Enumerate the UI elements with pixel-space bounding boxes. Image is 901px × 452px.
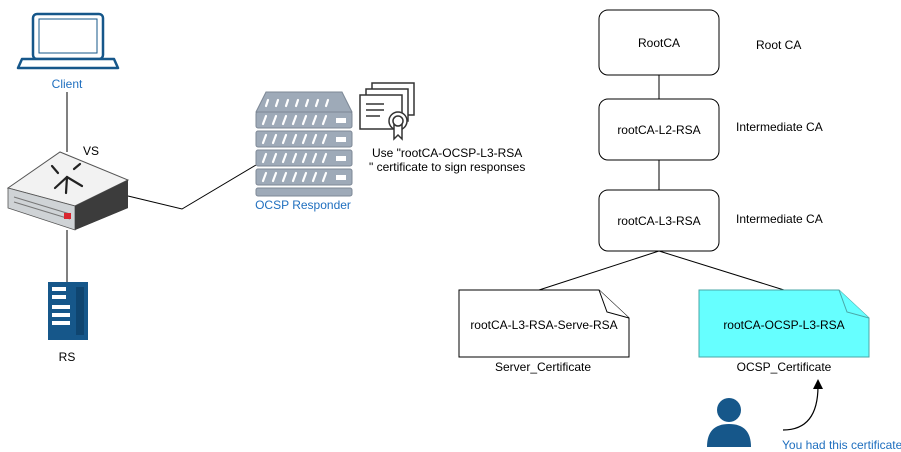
l3-ocsp-link — [658, 250, 785, 291]
server-cert-name: rootCA-L3-RSA-Serve-RSA — [470, 318, 618, 332]
ca-hierarchy-links — [538, 75, 785, 291]
server-cert-caption: Server_Certificate — [494, 360, 592, 374]
vs-label: VS — [83, 144, 100, 158]
root-ca-box[interactable] — [598, 9, 720, 76]
server-doc-fold — [598, 289, 630, 319]
l3-server-link — [538, 250, 660, 291]
l3-ca-title: rootCA-L3-RSA — [617, 213, 701, 228]
ocsp-responder-label: OCSP Responder — [255, 198, 351, 212]
root-ca-title: RootCA — [637, 35, 681, 50]
signing-note-line-1: Use "rootCA-OCSP-L3-RSA — [372, 146, 523, 160]
arrow-head-icon — [813, 379, 823, 389]
signing-note-line-2: " certificate to sign responses — [369, 160, 526, 174]
root-ca-desc: Root CA — [756, 38, 802, 52]
user-note: You had this certificate — [782, 438, 901, 452]
ocsp-doc-fold — [838, 289, 870, 319]
server-certificate-doc[interactable] — [458, 289, 630, 358]
ocsp-cert-name: rootCA-OCSP-L3-RSA — [723, 318, 845, 332]
ocsp-cert-caption: OCSP_Certificate — [736, 360, 832, 374]
user-icon[interactable] — [707, 398, 751, 447]
laptop-icon[interactable] — [16, 12, 120, 70]
certificate-stack-icon — [359, 82, 415, 141]
l2-ca-title: rootCA-L2-RSA — [617, 122, 701, 137]
ocsp-certificate-doc[interactable] — [698, 289, 870, 358]
l3-ca-desc: Intermediate CA — [736, 212, 823, 226]
load-balancer-icon[interactable] — [6, 151, 130, 231]
server-tower-icon[interactable] — [48, 282, 88, 340]
ca-boxes — [598, 9, 720, 252]
vs-ocsp-link — [127, 164, 257, 210]
l3-ca-box[interactable] — [598, 189, 720, 252]
topology-links — [66, 92, 257, 282]
rs-label: RS — [58, 350, 76, 364]
user-arrow — [782, 385, 819, 431]
l2-ca-box[interactable] — [598, 98, 720, 161]
rack-server-icon[interactable] — [255, 91, 353, 197]
l2-ca-desc: Intermediate CA — [736, 120, 823, 134]
client-label: Client — [51, 77, 83, 91]
